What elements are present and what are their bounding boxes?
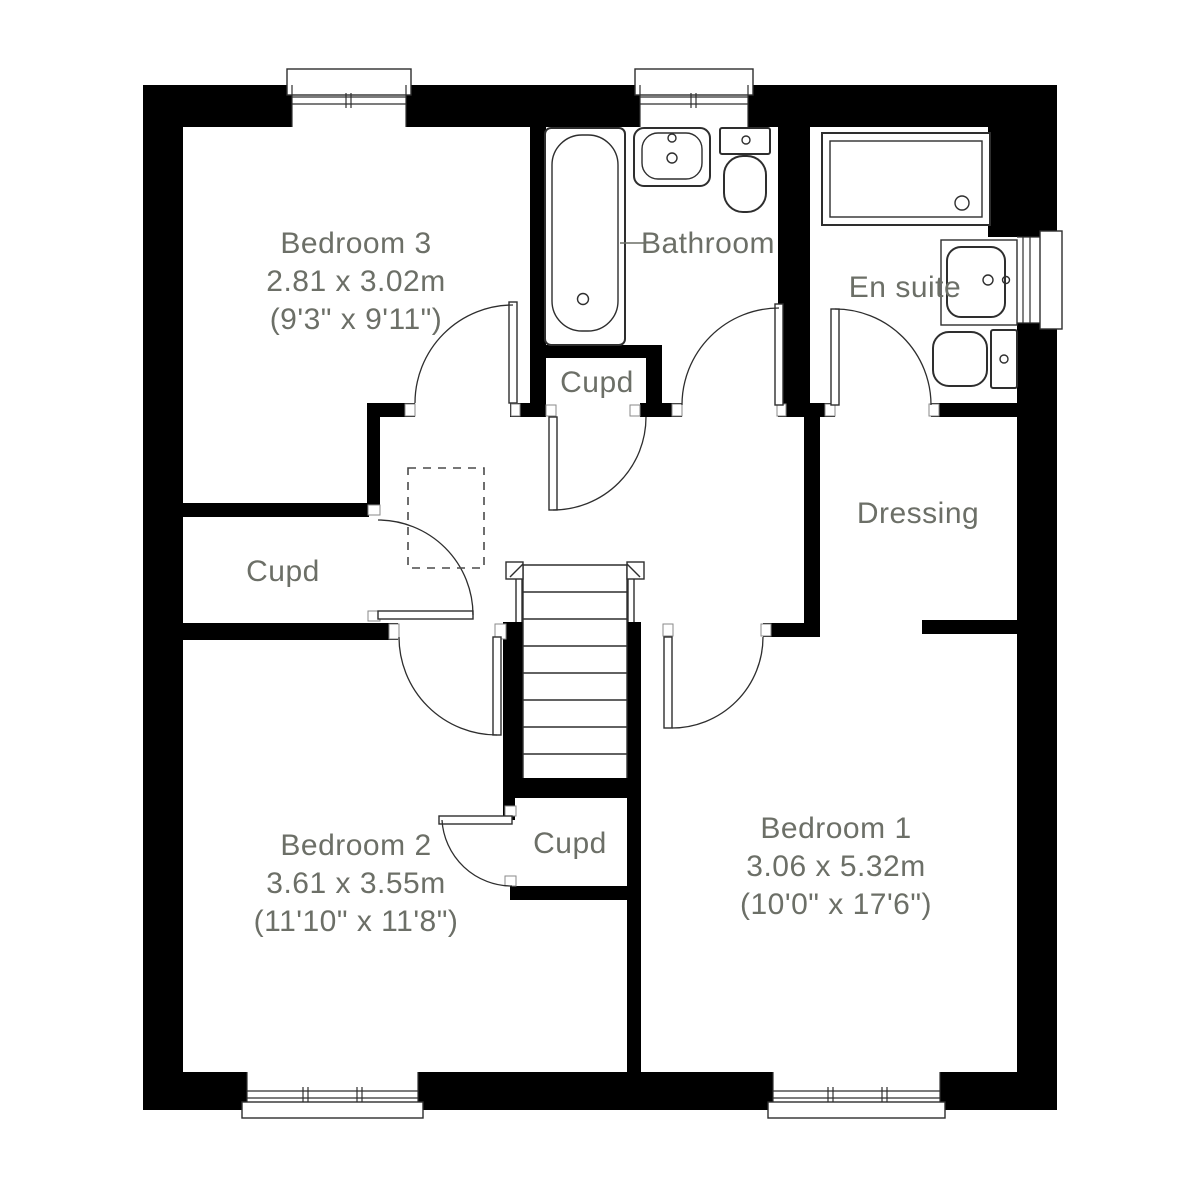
- ensuite-label: En suite: [849, 271, 961, 304]
- room-labels: Bedroom 3 2.81 x 3.02m (9'3" x 9'11") Ba…: [246, 227, 979, 938]
- door-bedroom1: [663, 636, 764, 729]
- cupd-left-label: Cupd: [246, 555, 320, 588]
- dashed-outline: [407, 467, 485, 569]
- bedroom2-label: Bedroom 2: [280, 829, 431, 862]
- window-bathroom: [634, 68, 754, 127]
- ensuite-sink-icon: [940, 239, 1018, 326]
- newel-post: [505, 561, 524, 580]
- window-bedroom3: [286, 68, 412, 127]
- window-bedroom2: [241, 1072, 424, 1119]
- dressing-label: Dressing: [857, 497, 979, 530]
- cupd-mid-label: Cupd: [560, 366, 634, 399]
- door-cupd-left: [377, 519, 474, 620]
- bedroom3-dims-imperial: (9'3" x 9'11"): [270, 303, 443, 336]
- window-bedroom1: [767, 1072, 946, 1119]
- cupd-bottom-label: Cupd: [533, 827, 607, 860]
- door-jambs: [367, 403, 940, 887]
- shower-icon: [821, 132, 991, 226]
- bedroom3-dims-metric: 2.81 x 3.02m: [266, 265, 445, 298]
- door-bathroom: [681, 303, 784, 406]
- bedroom2-dims-imperial: (11'10" x 11'8"): [254, 905, 459, 938]
- bedroom1-dims-imperial: (10'0" x 17'6"): [740, 888, 932, 921]
- door-cupd-bottom: [438, 815, 513, 887]
- bedroom3-label: Bedroom 3: [280, 227, 431, 260]
- bath-icon: [544, 127, 626, 346]
- ensuite-toilet-icon: [932, 329, 1018, 389]
- bathroom-fixtures: [544, 127, 771, 346]
- door-cupd-mid: [548, 416, 647, 511]
- bedroom1-label: Bedroom 1: [760, 812, 911, 845]
- bathroom-label: Bathroom: [641, 227, 775, 260]
- window-ensuite: [1017, 230, 1063, 330]
- toilet-icon: [719, 127, 771, 213]
- doors: [377, 301, 932, 887]
- sink-icon: [633, 127, 711, 187]
- newel-post: [626, 561, 645, 580]
- ensuite-fixtures: [821, 132, 1018, 389]
- bedroom1-dims-metric: 3.06 x 5.32m: [746, 850, 925, 883]
- windows: [241, 68, 1063, 1119]
- bedroom2-dims-metric: 3.61 x 3.55m: [266, 867, 445, 900]
- staircase: [505, 561, 645, 778]
- door-bedroom2: [398, 636, 502, 736]
- door-ensuite: [830, 308, 932, 406]
- door-bedroom3: [414, 301, 518, 404]
